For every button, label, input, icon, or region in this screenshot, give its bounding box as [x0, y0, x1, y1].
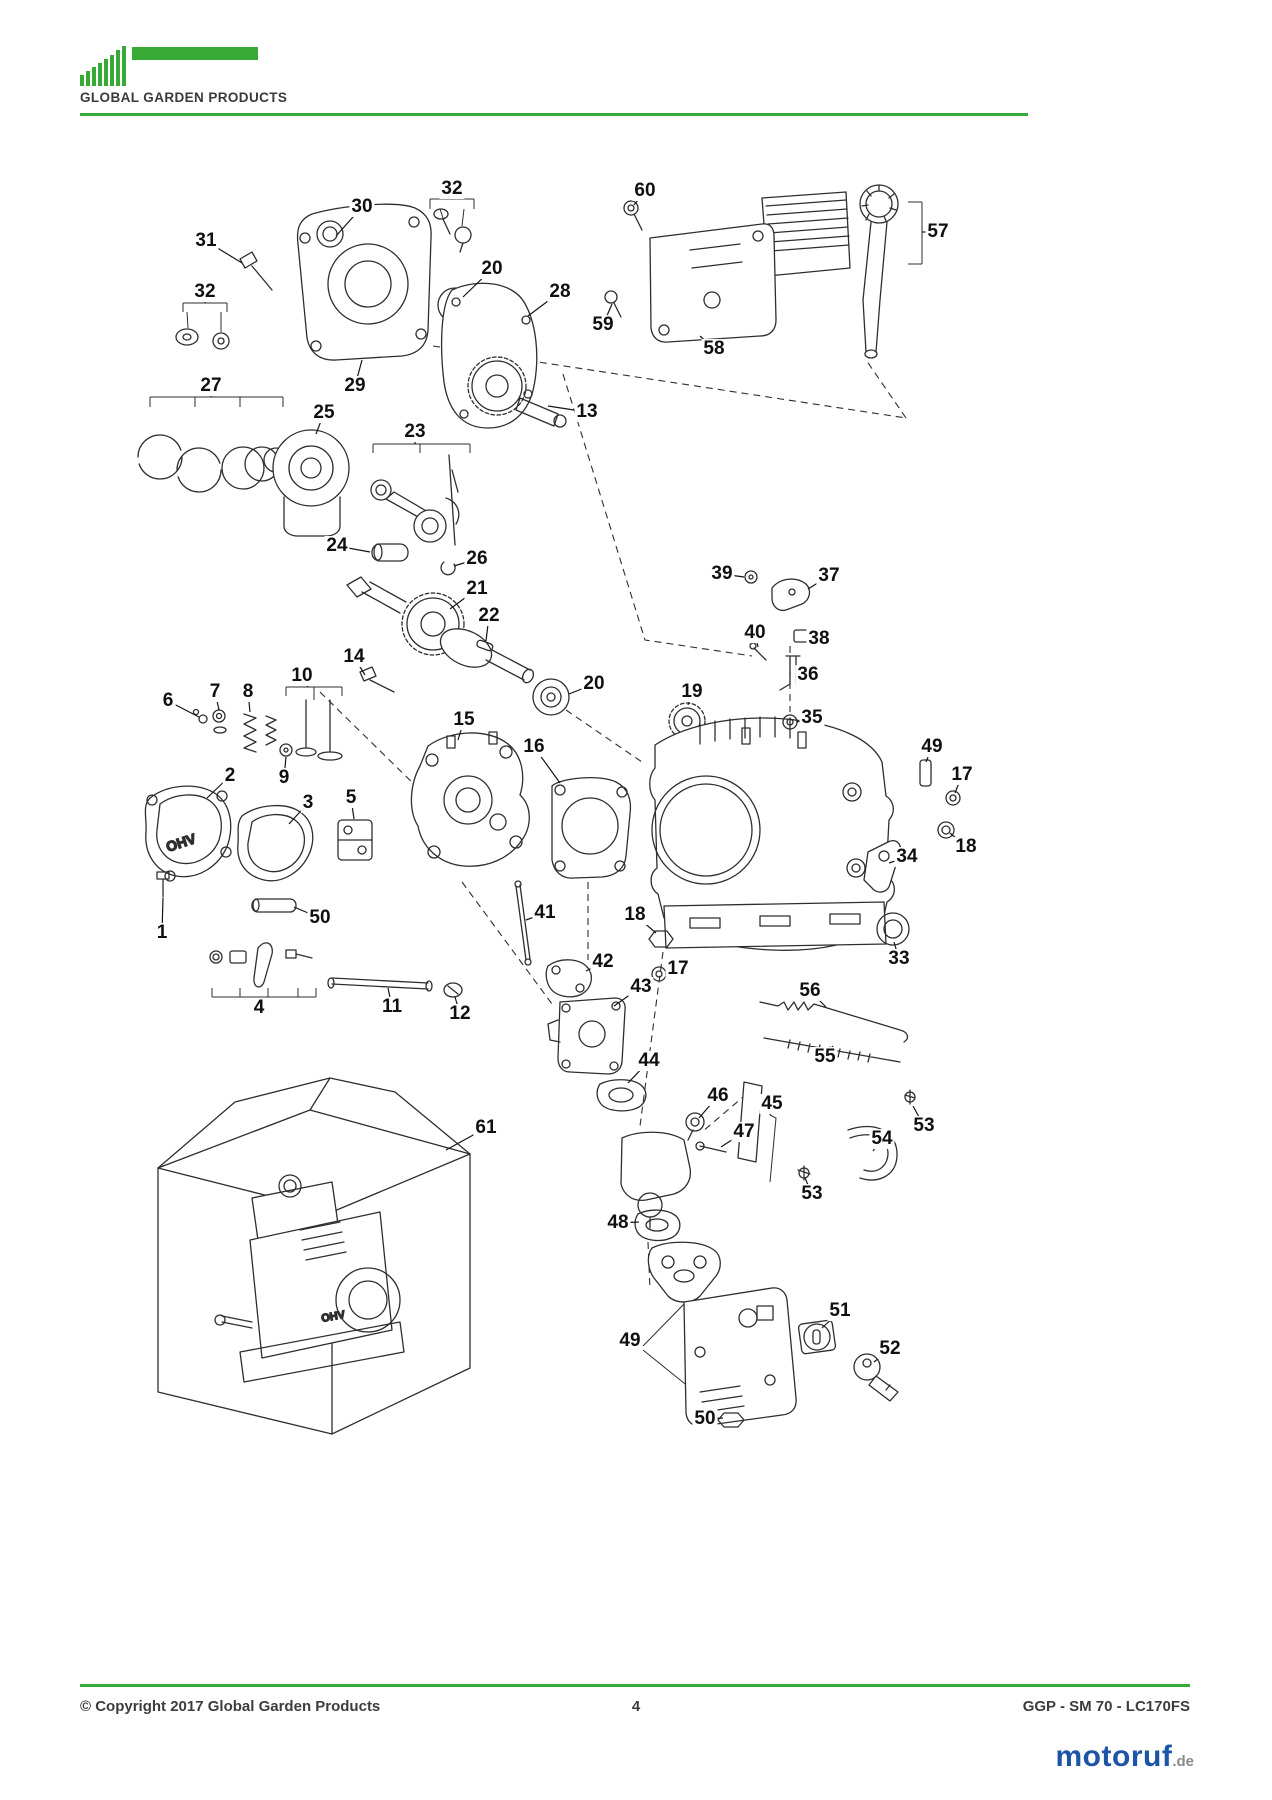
header-rule [80, 113, 1028, 116]
guard-switch-group [683, 1287, 899, 1428]
crankshaft-group [346, 576, 570, 716]
valve-cover-group: OHV [144, 785, 373, 988]
cover-gasket-cam-group [437, 282, 567, 429]
cylinder-head-group [327, 731, 632, 998]
watermark: motoruf.de [1056, 1740, 1195, 1774]
watermark-suffix: .de [1172, 1753, 1194, 1770]
crankcase-block-group [649, 570, 961, 951]
footer-doc-code: GGP - SM 70 - LC170FS [1022, 1698, 1190, 1715]
callout-brackets [149, 198, 923, 1397]
ggp-logo-text: GLOBAL GARDEN PRODUCTS [80, 90, 288, 105]
boxed-engine-group: OHV [157, 1077, 471, 1435]
crankcase-cover-group [175, 203, 472, 361]
muffler-dipstick-group [604, 184, 899, 359]
carburetor-group [545, 930, 916, 1303]
piston-rod-group [137, 429, 460, 576]
footer-page-number: 4 [631, 1698, 641, 1715]
watermark-brand: motoruf [1055, 1740, 1173, 1773]
valve-train-group [192, 666, 395, 761]
ggp-logo-graphic [80, 46, 258, 86]
ohv-mark-engine: OHV [320, 1309, 346, 1325]
footer-rule [80, 1684, 1190, 1687]
footer-copyright: © Copyright 2017 Global Garden Products [80, 1698, 381, 1715]
